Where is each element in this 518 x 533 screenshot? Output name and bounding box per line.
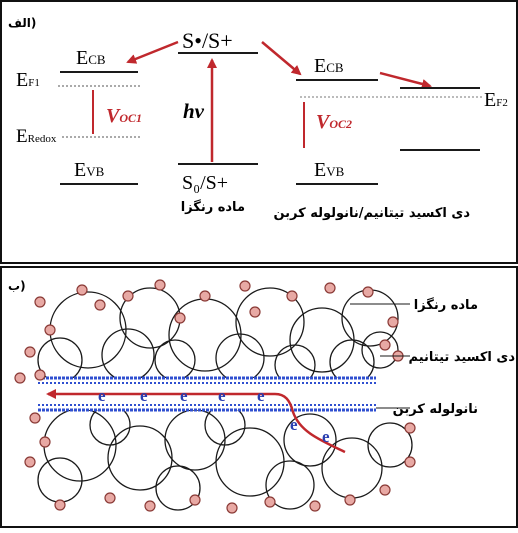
arrow-to-cnt [379,71,432,89]
electron-7: e [322,427,330,446]
arrow-to-ecb-right [261,41,302,76]
electron-2: e [140,386,148,405]
panel-b-tag: ب) [8,279,26,293]
excited-state-label: S•/S+ [182,28,233,53]
ecb-left-label: ECB [76,47,106,69]
electrons: e e e e e e e [98,386,330,446]
electron-3: e [180,386,188,405]
ef1-label: EF1 [16,69,40,91]
hv-label: hν [183,99,205,123]
voc2-label: VOC2 [316,111,352,133]
eredox-label: ERedox [16,126,57,147]
evb-right-label: EVB [314,159,345,181]
label-tio2: دی اکسید تیتانیم [409,350,516,365]
evb-left-label: EVB [74,159,105,181]
label-dye: ماده رنگزا [414,297,478,313]
ground-state-label: S₀/S+ [182,172,228,194]
electron-1: e [98,386,106,405]
electron-5: e [257,386,265,405]
electron-6: e [290,415,298,434]
semiconductor-label: دی اکسید تیتانیم/نانولوله کربن [273,206,470,221]
dye-label: ماده رنگزا [181,199,245,215]
dye-molecules [14,279,416,514]
panel-a-tag: الف) [8,16,36,30]
panel-a: الف) ECB EF1 ERedox VOC1 EVB S•/S+ hν S₀… [0,0,518,264]
arrow-to-ecb-left [126,40,179,64]
ef2-label: EF2 [484,89,508,111]
panel-b: ب) [0,266,518,528]
ecb-right-label: ECB [314,55,344,77]
label-cnt: نانولوله کربن [393,402,478,417]
electron-4: e [218,386,226,405]
voc1-label: VOC1 [106,105,142,127]
panel-a-border [0,0,518,264]
electron-path-arrow [46,389,346,454]
